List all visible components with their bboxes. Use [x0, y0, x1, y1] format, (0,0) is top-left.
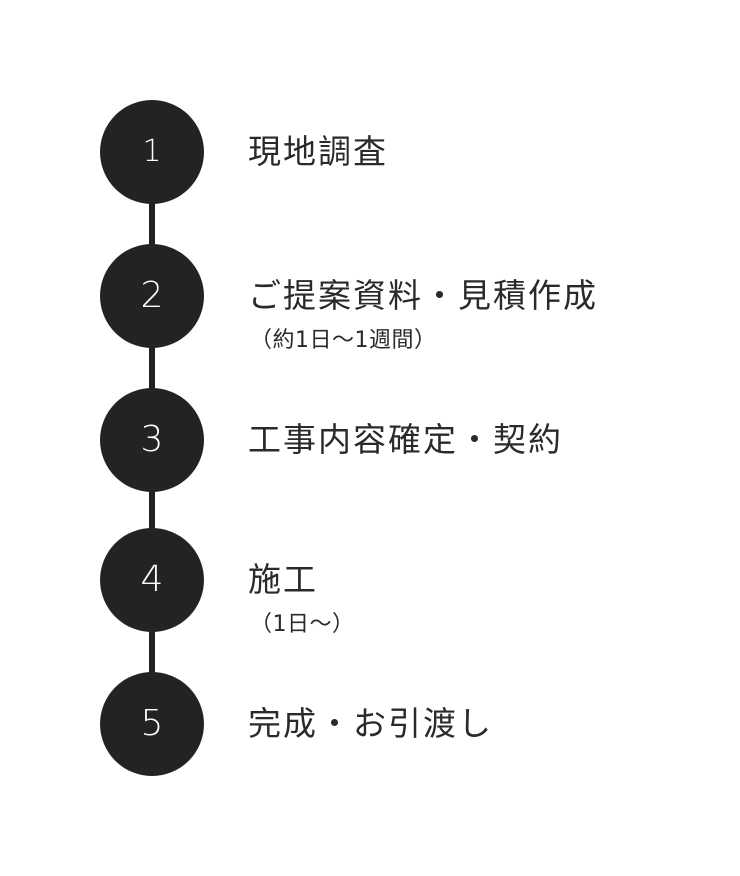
step-number-badge: 5: [100, 672, 204, 776]
step-4: 4 施工 （1日〜）: [0, 528, 740, 637]
step-number-badge: 4: [100, 528, 204, 632]
step-number-badge: 3: [100, 388, 204, 492]
step-number-badge: 1: [100, 100, 204, 204]
step-title: ご提案資料・見積作成: [248, 276, 598, 315]
step-duration-note: （1日〜）: [250, 612, 355, 637]
step-title: 工事内容確定・契約: [248, 420, 563, 459]
step-title: 施工: [248, 560, 318, 599]
step-1: 1 現地調査: [0, 100, 740, 204]
step-5: 5 完成・お引渡し: [0, 672, 740, 776]
step-title: 完成・お引渡し: [248, 704, 493, 743]
step-duration-note: （約1日〜1週間）: [250, 328, 437, 353]
step-title: 現地調査: [248, 132, 388, 171]
step-number-badge: 2: [100, 244, 204, 348]
step-3: 3 工事内容確定・契約: [0, 388, 740, 492]
step-2: 2 ご提案資料・見積作成 （約1日〜1週間）: [0, 244, 740, 353]
